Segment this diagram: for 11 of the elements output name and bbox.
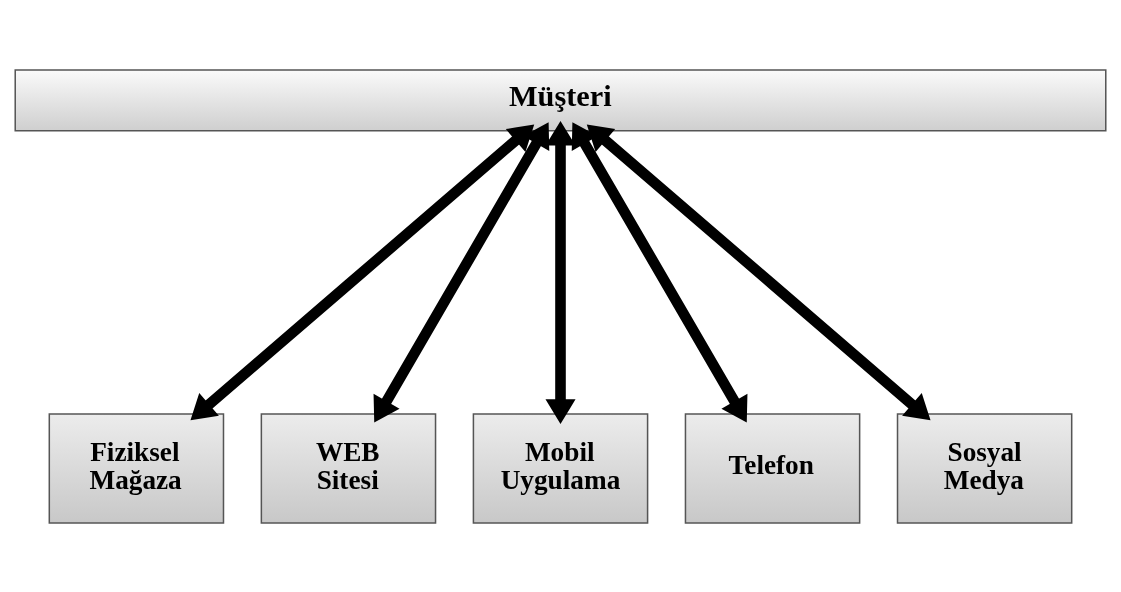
arrow [545,120,576,424]
node-box: Mobil Uygulama [472,412,649,524]
arrow [190,124,535,420]
arrow [571,121,748,423]
node-box: Fiziksel Mağaza [48,412,225,524]
arrow [373,121,550,423]
arrow [586,124,931,420]
node-box: Müşteri [14,68,1107,131]
node-box: Sosyal Medya [896,412,1073,524]
node-box: Telefon [684,412,861,524]
node-box: WEB Sitesi [260,412,437,524]
